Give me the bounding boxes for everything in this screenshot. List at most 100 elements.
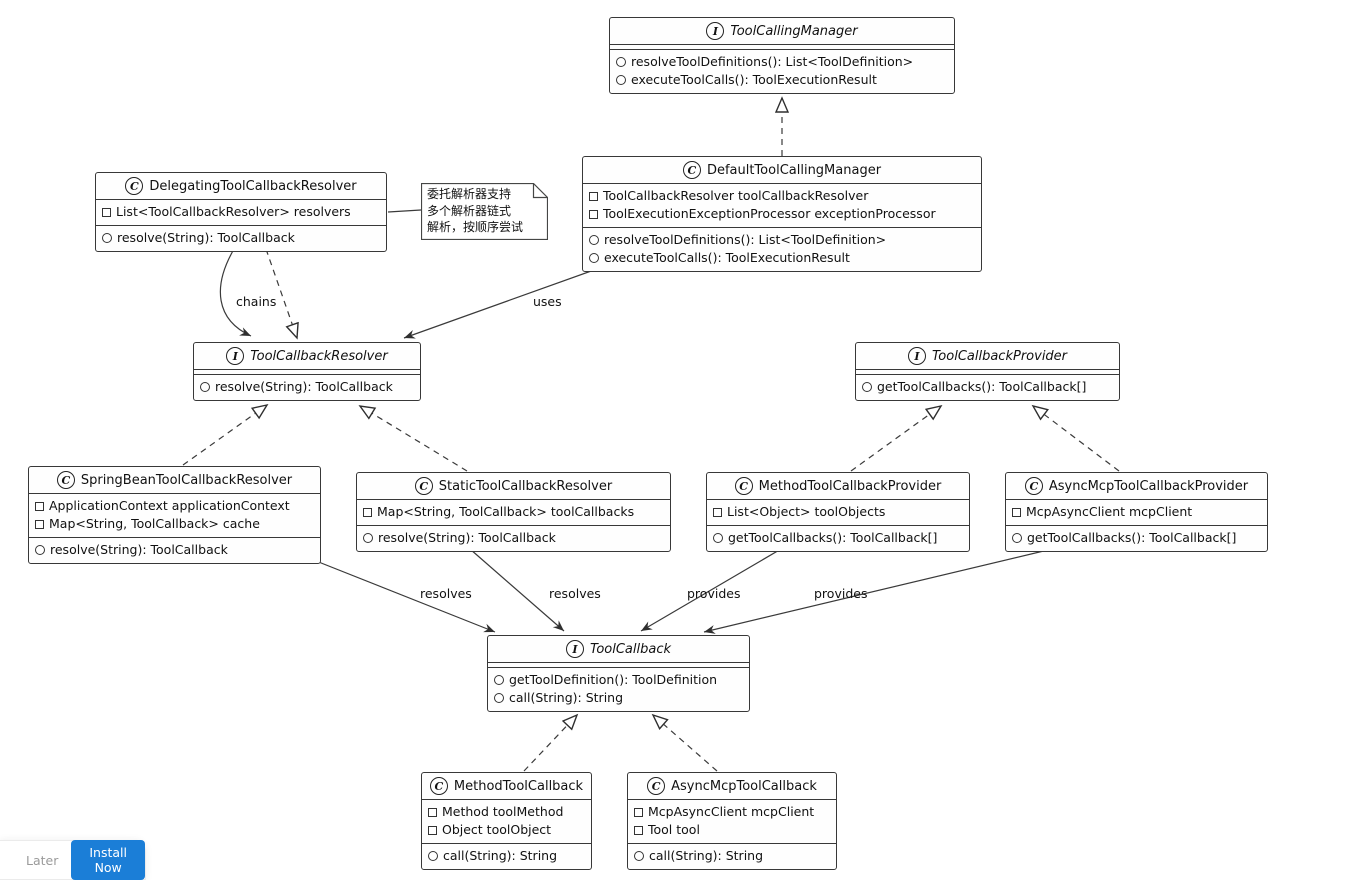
method-visibility-icon: [428, 851, 438, 861]
field-row: Method toolMethod: [428, 803, 585, 821]
class-box-tool-callback: I ToolCallback getToolDefinition(): Tool…: [487, 635, 750, 712]
methods-compartment: getToolCallbacks(): ToolCallback[]: [707, 525, 969, 551]
edge-delegating-realizes-resolver: [265, 248, 297, 338]
method-row: getToolCallbacks(): ToolCallback[]: [713, 529, 963, 547]
method-row: call(String): String: [634, 847, 830, 865]
interface-icon: I: [907, 347, 926, 365]
class-name: AsyncMcpToolCallback: [671, 778, 817, 794]
methods-compartment: resolveToolDefinitions(): List<ToolDefin…: [583, 227, 981, 271]
method-visibility-icon: [363, 533, 373, 543]
method-visibility-icon: [200, 382, 210, 392]
edge-asynccb-realizes-toolcallback: [653, 715, 718, 772]
method-row: getToolCallbacks(): ToolCallback[]: [1012, 529, 1261, 547]
methods-compartment: getToolCallbacks(): ToolCallback[]: [856, 375, 1119, 400]
field-visibility-icon: [35, 519, 44, 529]
method-visibility-icon: [494, 675, 504, 685]
edge-static-realizes-resolver: [360, 406, 468, 472]
methods-compartment: resolve(String): ToolCallback: [96, 225, 386, 251]
edge-label-provides-1: provides: [687, 586, 741, 601]
class-name: ToolCallback: [589, 641, 671, 657]
class-title: I ToolCallbackProvider: [856, 343, 1119, 369]
later-button[interactable]: Later: [26, 852, 59, 868]
method-row: call(String): String: [494, 689, 743, 707]
fields-compartment: ApplicationContext applicationContext Ma…: [29, 493, 320, 537]
field-row: ToolCallbackResolver toolCallbackResolve…: [589, 187, 975, 205]
edge-uses: [403, 264, 609, 339]
class-box-default-tool-calling-manager: C DefaultToolCallingManager ToolCallback…: [582, 156, 982, 272]
fields-compartment: Map<String, ToolCallback> toolCallbacks: [357, 499, 670, 525]
field-visibility-icon: [428, 825, 437, 835]
class-box-static-tool-callback-resolver: C StaticToolCallbackResolver Map<String,…: [356, 472, 671, 552]
class-box-spring-bean-tool-callback-resolver: C SpringBeanToolCallbackResolver Applica…: [28, 466, 321, 564]
fields-compartment: List<Object> toolObjects: [707, 499, 969, 525]
edge-label-uses: uses: [533, 294, 562, 309]
class-title: I ToolCallingManager: [610, 18, 954, 44]
method-visibility-icon: [35, 545, 45, 555]
interface-icon: I: [226, 347, 245, 365]
class-name: StaticToolCallbackResolver: [438, 478, 613, 494]
interface-icon: I: [706, 22, 725, 40]
field-visibility-icon: [1012, 507, 1021, 517]
field-row: List<ToolCallbackResolver> resolvers: [102, 203, 380, 221]
fields-compartment: Method toolMethod Object toolObject: [422, 799, 591, 843]
method-visibility-icon: [589, 253, 599, 263]
class-name: ToolCallingManager: [730, 23, 858, 39]
class-box-async-mcp-tool-callback-provider: C AsyncMcpToolCallbackProvider McpAsyncC…: [1005, 472, 1268, 552]
field-row: ApplicationContext applicationContext: [35, 497, 314, 515]
method-row: resolve(String): ToolCallback: [363, 529, 664, 547]
field-visibility-icon: [428, 807, 437, 817]
method-visibility-icon: [494, 693, 504, 703]
install-now-button[interactable]: Install Now: [71, 840, 145, 880]
class-box-tool-callback-provider: I ToolCallbackProvider getToolCallbacks(…: [855, 342, 1120, 401]
method-row: executeToolCalls(): ToolExecutionResult: [616, 71, 948, 89]
method-row: call(String): String: [428, 847, 585, 865]
edge-chains: [219, 248, 252, 337]
method-visibility-icon: [616, 75, 626, 85]
field-visibility-icon: [363, 507, 372, 517]
class-title: C DefaultToolCallingManager: [583, 157, 981, 183]
class-icon: C: [125, 177, 144, 195]
method-visibility-icon: [862, 382, 872, 392]
class-title: C AsyncMcpToolCallback: [628, 773, 836, 799]
note-background: [421, 183, 548, 240]
method-row: getToolCallbacks(): ToolCallback[]: [862, 378, 1113, 396]
class-name: DelegatingToolCallbackResolver: [149, 178, 357, 194]
field-visibility-icon: [589, 209, 598, 219]
class-name: SpringBeanToolCallbackResolver: [80, 472, 293, 488]
class-name: AsyncMcpToolCallbackProvider: [1048, 478, 1249, 494]
class-title: C SpringBeanToolCallbackResolver: [29, 467, 320, 493]
field-row: Map<String, ToolCallback> toolCallbacks: [363, 503, 664, 521]
methods-compartment: resolve(String): ToolCallback: [357, 525, 670, 551]
edge-provides-async: [703, 548, 1053, 634]
method-visibility-icon: [589, 235, 599, 245]
edge-springbean-realizes-resolver: [182, 405, 267, 466]
field-visibility-icon: [713, 507, 722, 517]
class-icon: C: [682, 161, 701, 179]
methods-compartment: resolve(String): ToolCallback: [194, 375, 420, 400]
edge-resolves-springbean: [305, 556, 496, 633]
class-name: ToolCallbackProvider: [931, 348, 1068, 364]
method-visibility-icon: [1012, 533, 1022, 543]
interface-icon: I: [565, 640, 584, 658]
field-row: Tool tool: [634, 821, 830, 839]
method-row: resolve(String): ToolCallback: [102, 229, 380, 247]
field-row: McpAsyncClient mcpClient: [1012, 503, 1261, 521]
field-row: ToolExecutionExceptionProcessor exceptio…: [589, 205, 975, 223]
methods-compartment: resolve(String): ToolCallback: [29, 537, 320, 563]
install-toast: Later Install Now: [0, 840, 146, 880]
class-icon: C: [414, 477, 433, 495]
methods-compartment: call(String): String: [628, 843, 836, 869]
class-title: I ToolCallback: [488, 636, 749, 662]
class-icon: C: [1024, 477, 1043, 495]
methods-compartment: getToolCallbacks(): ToolCallback[]: [1006, 525, 1267, 551]
field-row: McpAsyncClient mcpClient: [634, 803, 830, 821]
method-visibility-icon: [634, 851, 644, 861]
class-box-tool-calling-manager: I ToolCallingManager resolveToolDefiniti…: [609, 17, 955, 94]
note-text: 委托解析器支持 多个解析器链式 解析，按顺序尝试: [427, 187, 524, 234]
method-visibility-icon: [102, 233, 112, 243]
class-name: MethodToolCallback: [453, 778, 584, 794]
edge-provides-method: [640, 548, 782, 632]
field-row: Object toolObject: [428, 821, 585, 839]
edge-label-chains: chains: [236, 294, 277, 309]
